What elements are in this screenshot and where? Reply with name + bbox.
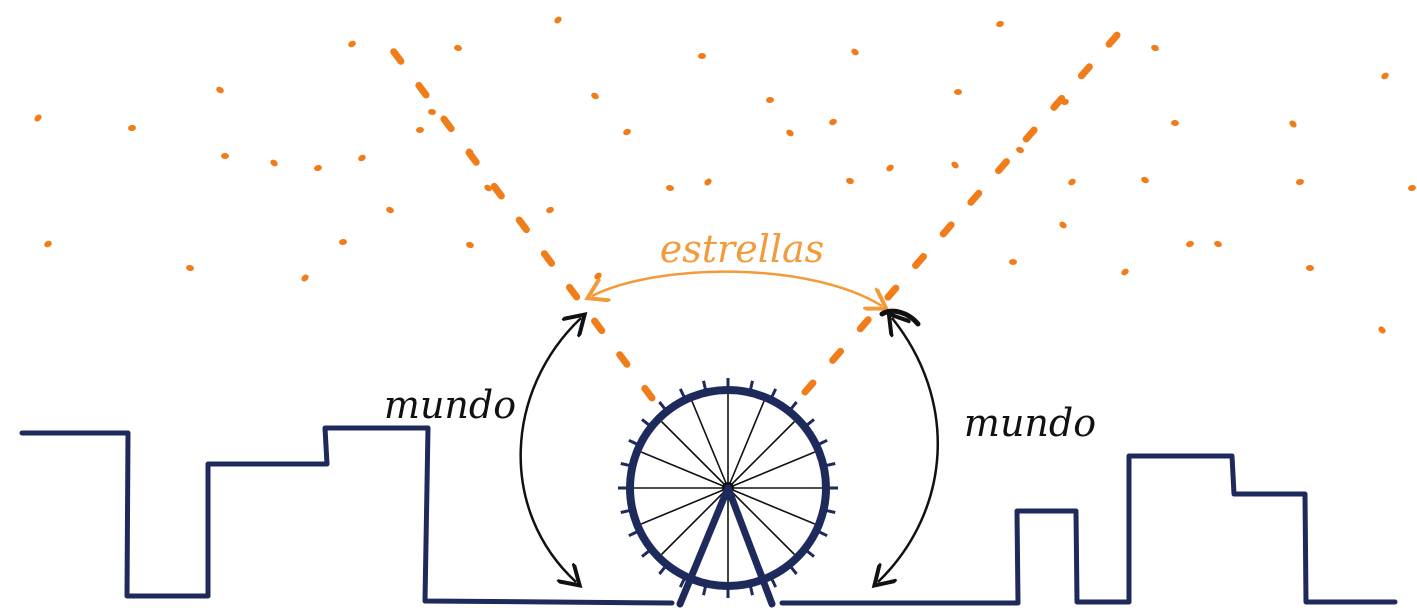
ferris-wheel [618,378,838,604]
star-dot [766,97,774,104]
world-arrow-left [521,318,581,582]
star-dot [347,40,357,49]
star-dot [995,20,1005,28]
star-dot [1009,259,1017,265]
star-dot [698,53,706,59]
star-dot [186,264,195,271]
skyline-left [22,428,672,603]
star-dot [416,126,425,133]
wheel-spoke [728,422,795,489]
wheel-cabin [771,578,775,587]
star-dot [1377,325,1387,335]
star-dot [1306,265,1314,272]
star-dot [339,239,347,246]
star-dot [593,271,603,281]
wheel-cabin [790,402,796,410]
skyline-right [782,456,1395,603]
star-dot [1067,177,1077,186]
star-dot [1288,119,1298,129]
wheel-cabin [680,389,684,398]
star-dot [313,164,322,172]
wheel-cabin [806,419,814,425]
star-dot [465,241,474,249]
wheel-cabin [771,389,775,398]
wheel-cabin [642,419,650,425]
star-dot [1058,220,1068,230]
star-dot [885,163,895,173]
star-dot [622,128,632,137]
star-dot [590,91,600,100]
sight-line-left [385,40,652,398]
wheel-cabin [818,440,827,444]
star-dot [703,177,713,187]
sight-lines [385,34,1118,398]
star-dot [545,206,555,214]
angle-arrows [521,272,938,582]
star-dot [828,118,838,126]
world-label-left: mundo [384,383,516,427]
star-dot [43,240,53,249]
star-dot [1140,176,1150,185]
star-dot [1296,178,1305,185]
wheel-cabin [790,566,796,574]
sight-line-right [805,34,1118,392]
city-skyline [22,428,1395,603]
star-dot [845,177,854,185]
star-dot [385,206,395,215]
star-dot [221,153,229,159]
star-dot [453,44,462,52]
wheel-cabin [659,566,665,574]
wheel-cabin [806,550,814,556]
star-dot [300,273,310,283]
star-dot [215,85,225,94]
star-dot [1185,240,1194,248]
stars-label: estrellas [660,227,824,271]
star-dot [850,47,860,56]
star-dot [785,128,795,137]
stars-arrow [592,272,882,306]
wheel-spoke [662,422,729,489]
wheel-cabin [818,531,827,535]
star-dot [1171,120,1180,127]
world-label-right: mundo [964,401,1096,445]
stars-field [33,15,1416,335]
star-dot [1150,44,1159,52]
star-dot [1408,184,1417,191]
star-dot [553,15,563,25]
wheel-cabin [629,531,638,535]
star-dot [950,160,960,170]
wheel-cabin [629,440,638,444]
wheel-cabin [642,550,650,556]
star-dot [33,113,43,123]
star-dot [357,153,367,162]
star-dot [954,89,962,95]
star-dot [1015,146,1025,155]
star-dot [1380,71,1390,81]
wheel-cabin [659,402,665,410]
star-dot [128,124,137,131]
star-dot [269,158,279,168]
eye-mark [882,311,918,324]
star-dot [428,109,437,116]
star-dot [1213,240,1223,248]
world-arrow-right [878,318,938,582]
star-dot [665,184,674,192]
star-dot [1120,267,1130,276]
